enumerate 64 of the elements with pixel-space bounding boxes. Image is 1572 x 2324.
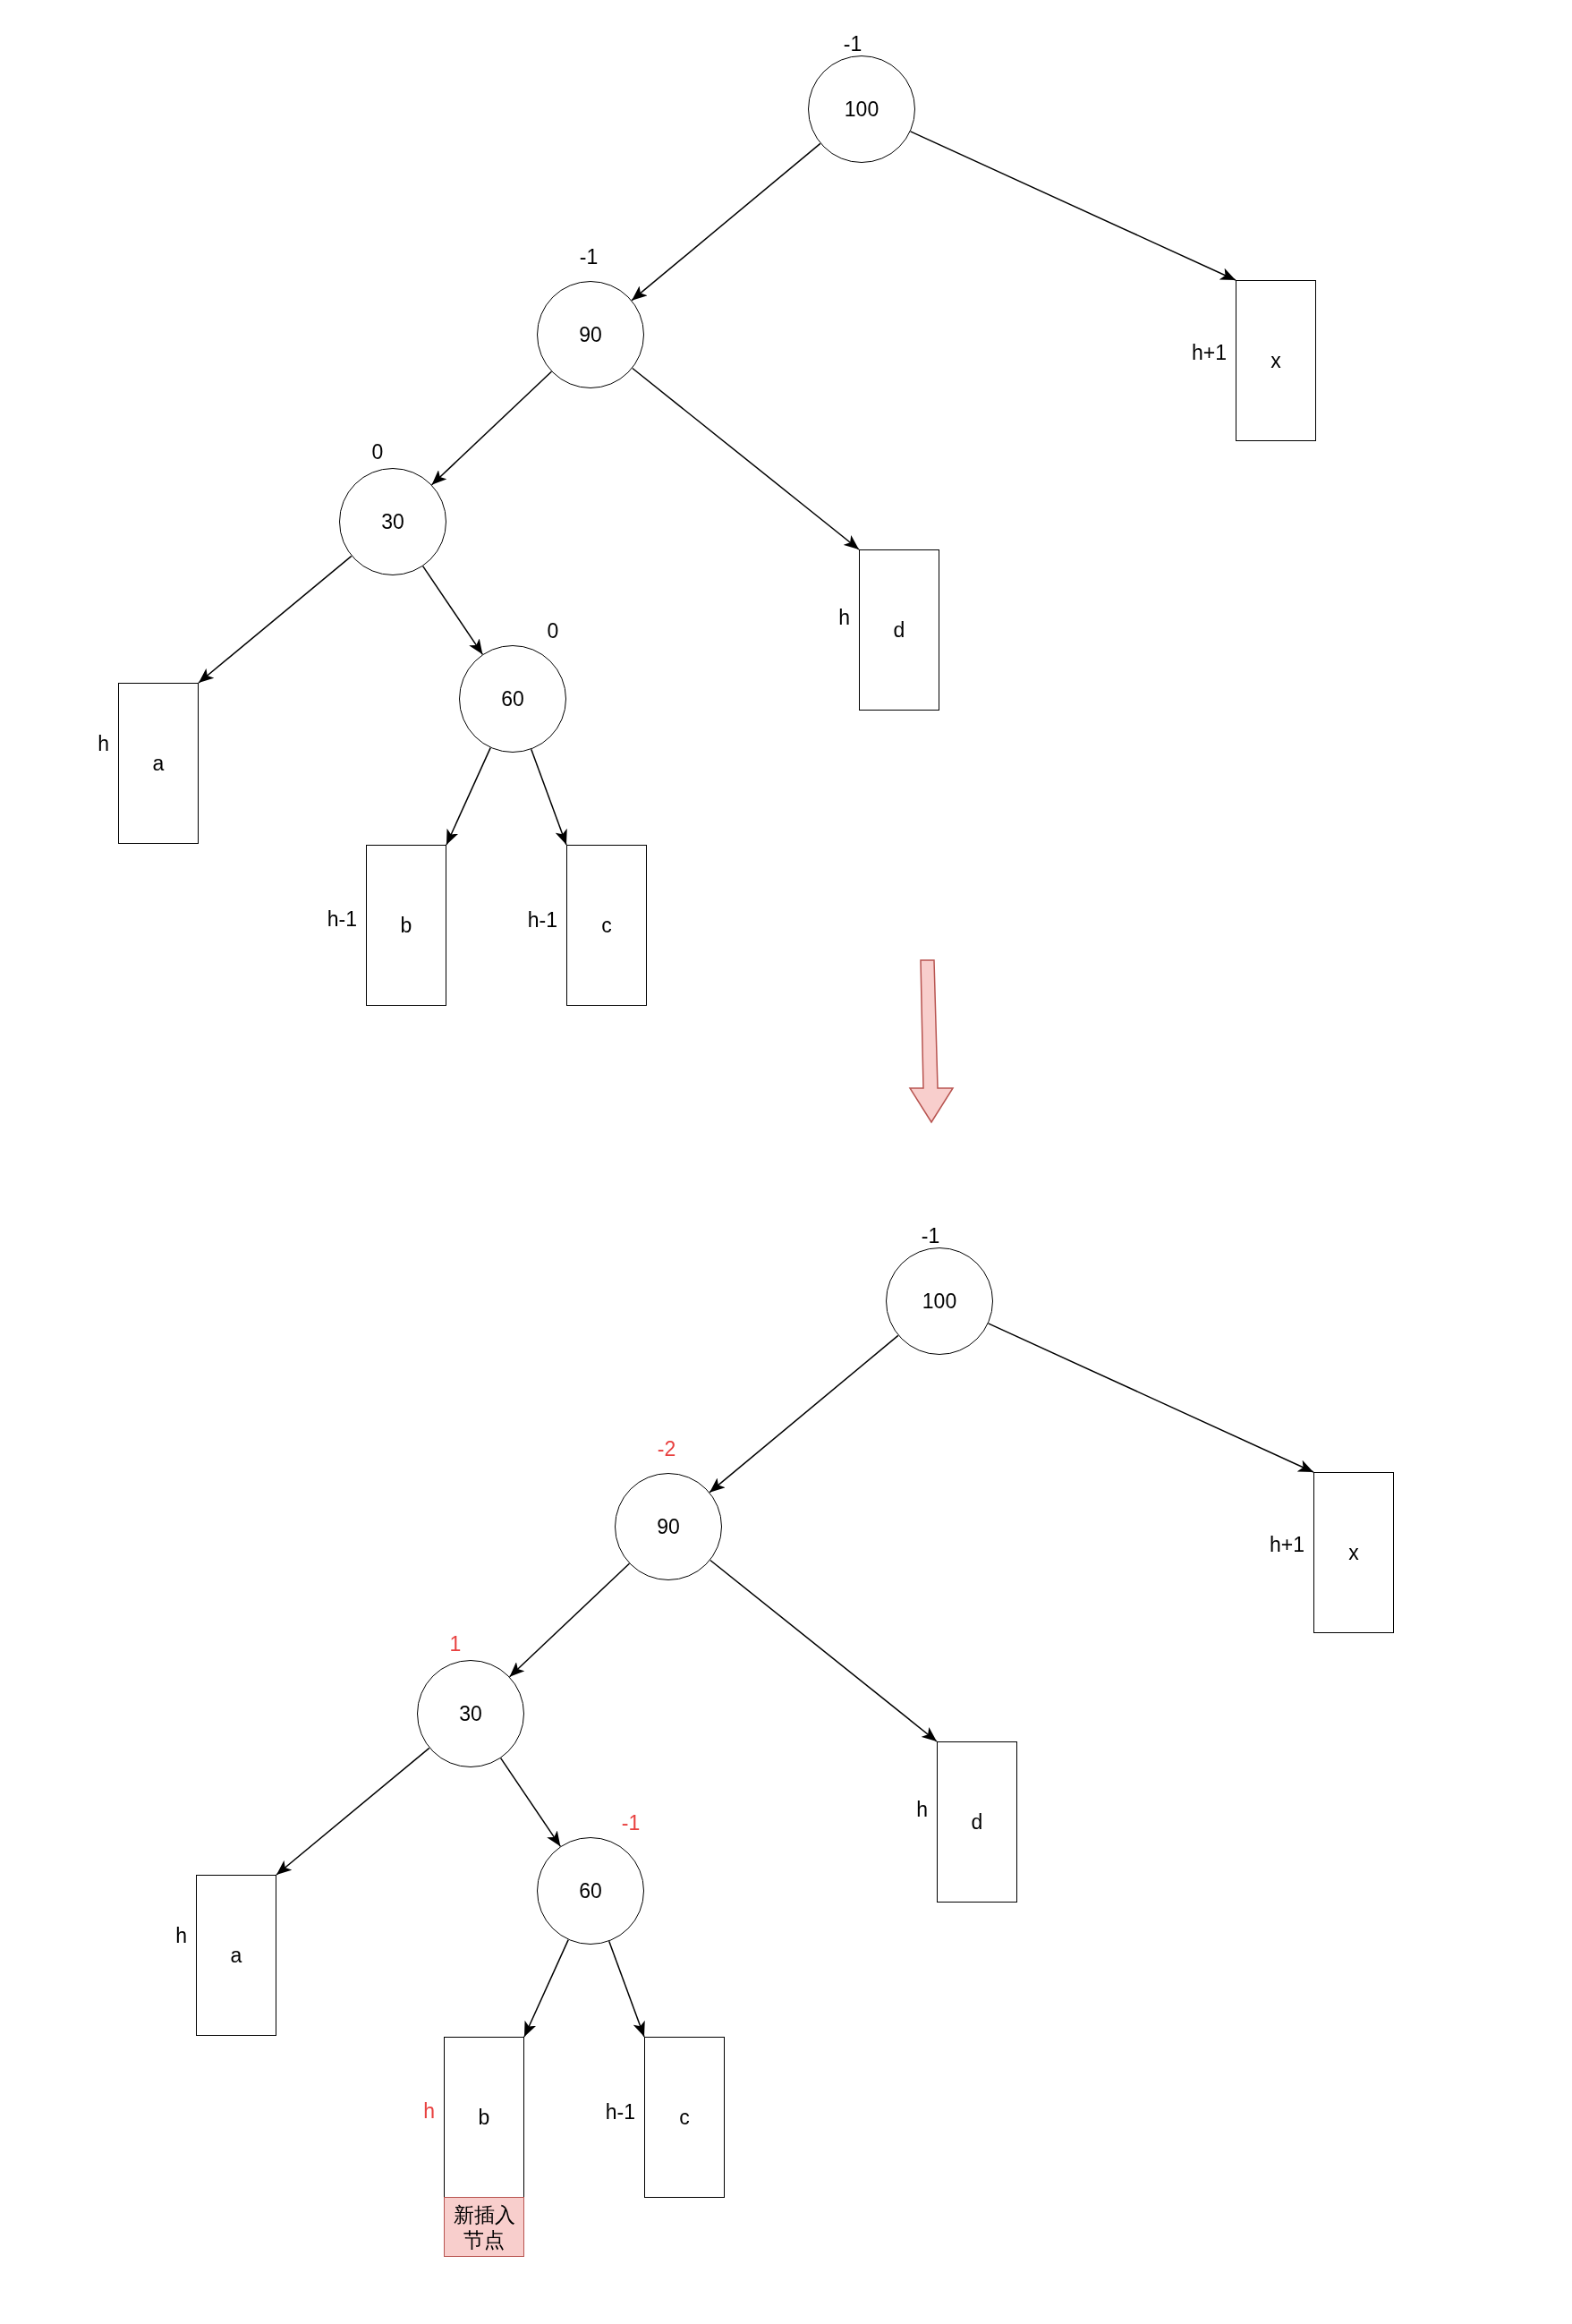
subtree-box (644, 2037, 725, 2198)
balance-factor-label: -1 (579, 244, 599, 269)
subtree-box (859, 549, 939, 711)
subtree-label: b (400, 913, 412, 938)
balance-factor-label: 1 (449, 1631, 462, 1656)
subtree-box (444, 2037, 524, 2198)
node-key: 90 (657, 1514, 680, 1539)
arrow (709, 1334, 899, 1494)
height-label: h (423, 2098, 435, 2124)
subtree-box (1313, 1472, 1394, 1633)
arrow (421, 565, 484, 656)
arrow (531, 748, 567, 846)
arrow (508, 1562, 631, 1678)
node-key: 100 (922, 1289, 957, 1314)
subtree-label: b (478, 2105, 490, 2130)
height-label: h (175, 1923, 187, 1948)
balance-factor-label: 0 (371, 439, 384, 464)
balance-factor-label: -2 (657, 1436, 676, 1461)
subtree-box (937, 1741, 1017, 1903)
node-key: 90 (579, 322, 602, 347)
arrow (446, 746, 491, 846)
arrow (987, 1323, 1314, 1473)
note-text: 新插入节点 (452, 2201, 516, 2252)
arrow (198, 555, 353, 684)
subtree-box (1236, 280, 1316, 441)
height-label: h (838, 605, 850, 630)
subtree-box (196, 1875, 276, 2036)
arrow (523, 1938, 569, 2038)
subtree-label: x (1348, 1540, 1359, 1565)
highlight-box (444, 2197, 524, 2257)
height-label: h+1 (1270, 1532, 1304, 1557)
height-label: h-1 (527, 907, 557, 932)
height-label: h (916, 1797, 928, 1822)
balance-factor-label: -1 (921, 1223, 940, 1248)
subtree-label: c (601, 913, 612, 938)
height-label: h-1 (327, 907, 357, 932)
arrow (632, 367, 860, 550)
node-key: 60 (501, 686, 524, 711)
subtree-label: d (893, 617, 905, 643)
arrow (710, 1559, 938, 1742)
subtree-box (118, 683, 199, 844)
subtree-label: c (679, 2105, 690, 2130)
height-label: h+1 (1192, 340, 1227, 365)
subtree-label: x (1270, 348, 1281, 373)
arrow (430, 370, 553, 486)
node-key: 60 (579, 1878, 602, 1903)
subtree-label: a (152, 751, 165, 776)
subtree-label: a (230, 1943, 242, 1968)
node-key: 30 (459, 1701, 482, 1726)
arrow (608, 1940, 645, 2038)
arrow (276, 1747, 430, 1876)
arrow (909, 131, 1236, 281)
arrow (499, 1757, 562, 1848)
balance-factor-label: -1 (621, 1810, 641, 1835)
balance-factor-label: -1 (843, 31, 862, 56)
subtree-box (366, 845, 446, 1006)
node-key: 100 (844, 97, 879, 122)
node-key: 30 (381, 509, 404, 534)
arrow (631, 142, 821, 302)
height-label: h (98, 731, 109, 756)
height-label: h-1 (605, 2099, 635, 2124)
balance-factor-label: 0 (547, 618, 559, 643)
subtree-label: d (971, 1809, 983, 1835)
subtree-box (566, 845, 647, 1006)
